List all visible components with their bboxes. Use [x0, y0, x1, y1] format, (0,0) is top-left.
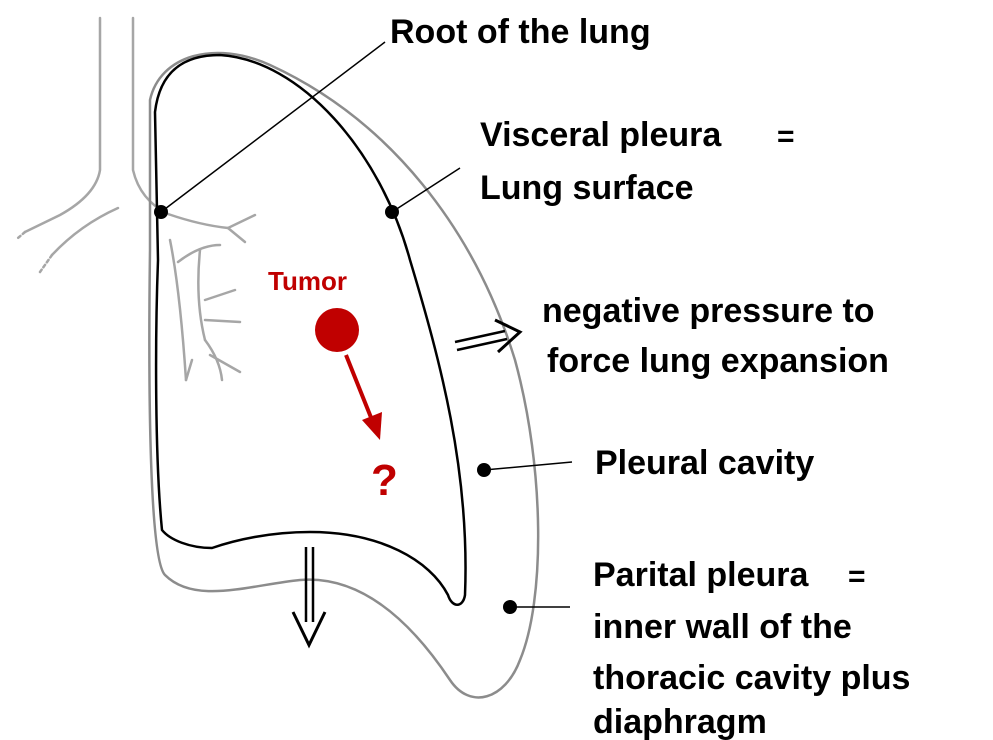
- bronchus-upper-twig: [228, 228, 245, 242]
- tumor-arrow-head: [362, 412, 382, 440]
- root-marker-dot: [154, 205, 168, 219]
- bronchus-upper-branch: [168, 214, 255, 228]
- label-parietal-pleura: Parital pleura: [593, 556, 810, 594]
- bronchus-inner-branch-3: [205, 290, 235, 300]
- label-inner-wall: inner wall of the: [593, 608, 852, 646]
- bronchus-inner-branch-2: [198, 250, 205, 340]
- bronchus-inner-branch-6: [186, 360, 192, 380]
- visceral-marker-dot: [385, 205, 399, 219]
- tumor-group: [315, 308, 382, 440]
- label-pleural-cavity: Pleural cavity: [595, 444, 814, 482]
- parietal-marker-dot: [503, 600, 517, 614]
- label-root-of-lung: Root of the lung: [390, 13, 651, 51]
- pleural-cavity-leader-line: [484, 462, 572, 470]
- bronchus-inner-branch-4: [205, 320, 240, 322]
- label-thoracic-cavity: thoracic cavity plus: [593, 659, 910, 697]
- label-visceral-equals: =: [777, 120, 795, 153]
- pleural-cavity-marker-dot: [477, 463, 491, 477]
- label-question-mark: ?: [371, 456, 398, 505]
- tumor-arrow-shaft: [346, 355, 372, 420]
- diaphragm-pull-arrow: [293, 547, 325, 645]
- visceral-leader-line: [392, 168, 460, 212]
- label-lung-surface: Lung surface: [480, 169, 693, 207]
- diaphragm-arrow-head: [293, 612, 325, 645]
- airway-tree: [18, 18, 255, 380]
- label-negative-pressure: negative pressure to: [542, 292, 875, 330]
- label-diaphragm: diaphragm: [593, 703, 767, 740]
- label-force-expansion: force lung expansion: [547, 342, 889, 380]
- label-parietal-equals: =: [848, 560, 866, 593]
- trachea-left-wall: [25, 18, 100, 232]
- tumor-circle: [315, 308, 359, 352]
- label-tumor: Tumor: [268, 266, 347, 296]
- left-bronchus-dotted-2: [40, 255, 52, 272]
- label-visceral-pleura: Visceral pleura: [480, 116, 722, 154]
- left-bronchus-dotted: [18, 232, 25, 238]
- bronchus-inner-branch-7: [210, 355, 240, 372]
